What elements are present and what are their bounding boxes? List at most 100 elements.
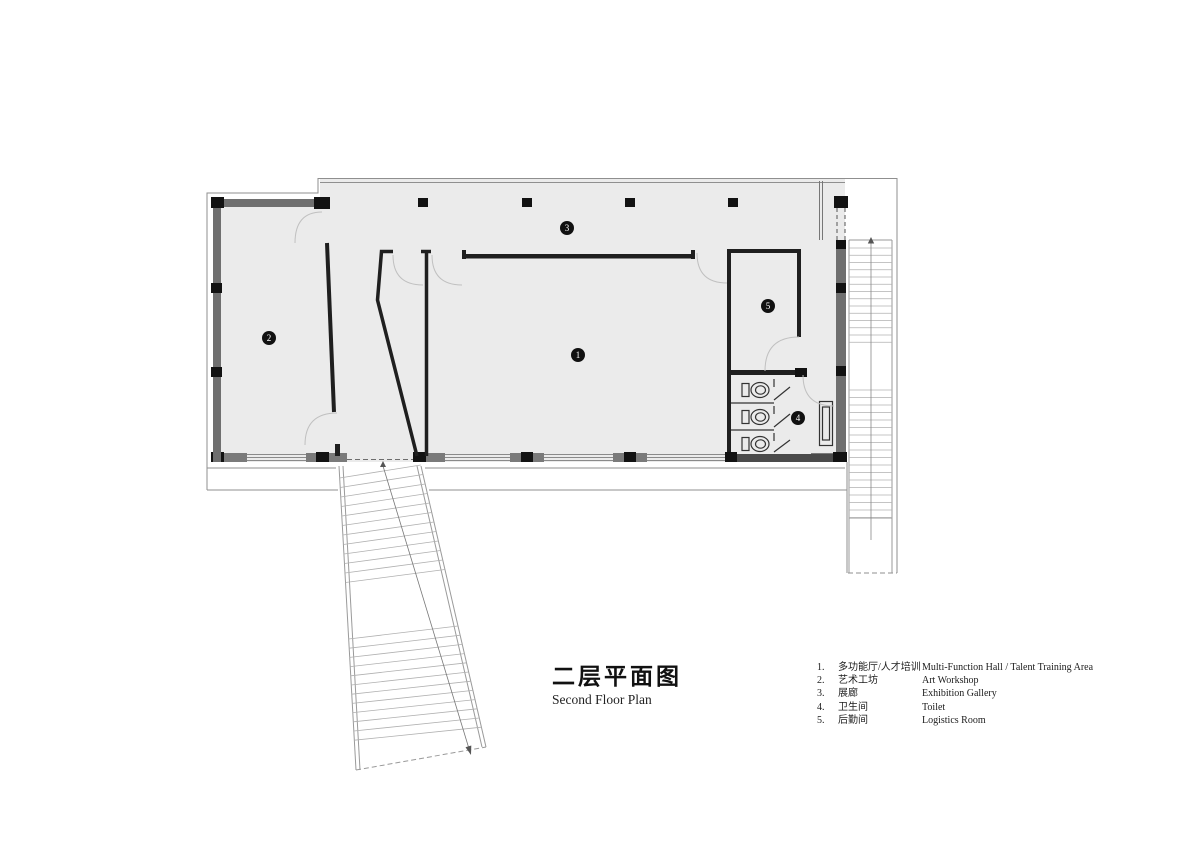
- side-stair-direction-arrow: [867, 237, 875, 540]
- toilet-icon: [741, 435, 770, 453]
- legend-item: 5. 后勤间 Logistics Room: [817, 714, 1093, 727]
- plan-title-cn: 二层平面图: [552, 663, 682, 689]
- east-wall: [819, 181, 848, 453]
- room-markers: 1 2 3 4 5: [262, 221, 805, 425]
- legend-name-en: Logistics Room: [922, 714, 986, 726]
- legend-name-en: Multi-Function Hall / Talent Training Ar…: [922, 662, 1094, 673]
- column: [836, 283, 846, 293]
- exterior-stair-direction-arrow: [380, 461, 472, 755]
- stair-tread: [353, 708, 478, 723]
- side-stair: [848, 237, 893, 573]
- interior-walls: [325, 242, 846, 462]
- column: [413, 452, 426, 462]
- stair-tread: [350, 653, 465, 667]
- stair-tread: [348, 625, 459, 640]
- room-marker-label: 2: [267, 333, 272, 343]
- stair-tread: [351, 680, 471, 695]
- room2-walls: [211, 197, 330, 462]
- legend-name-en: Exhibition Gallery: [922, 688, 997, 700]
- stair-tread: [351, 671, 469, 686]
- building-outline: [206, 178, 898, 574]
- stair-tread: [342, 521, 435, 536]
- door-swing-room5: [764, 336, 800, 372]
- gallery-columns: [418, 198, 738, 207]
- wall-c: [421, 249, 431, 456]
- stair-stringer: [338, 465, 357, 771]
- legend-item: 2. 艺术工坊 Art Workshop: [817, 674, 1093, 687]
- side-stair-treads: [849, 247, 892, 518]
- room-marker-3: 3: [560, 221, 574, 235]
- stair-tread: [340, 483, 426, 498]
- legend-number: 3.: [817, 688, 825, 700]
- room-marker-5: 5: [761, 299, 775, 313]
- stair-tread: [350, 662, 467, 677]
- stair-tread: [349, 634, 461, 649]
- outline-perimeter: [206, 178, 898, 573]
- legend-name-en: Toilet: [922, 701, 946, 713]
- stair-tread: [342, 512, 432, 526]
- legend-item: 4. 卫生间 Toilet: [817, 701, 1093, 714]
- stair-stringer: [342, 465, 361, 771]
- column: [522, 198, 532, 207]
- door-swing-room2-south: [304, 412, 338, 446]
- legend-name-cn: 艺术工坊: [838, 675, 878, 687]
- toilet-icon: [741, 408, 770, 426]
- legend-name-en: Art Workshop: [922, 675, 979, 687]
- legend-number: 1.: [817, 662, 825, 673]
- door-swing-corridor-1: [392, 254, 424, 286]
- stair-tread: [345, 569, 445, 583]
- column: [625, 198, 635, 207]
- door-swing-toilet: [802, 374, 835, 407]
- floor-fill: [213, 178, 845, 462]
- door-stub: [335, 444, 340, 456]
- stair-stringer: [420, 465, 487, 748]
- column: [624, 452, 636, 462]
- column: [211, 283, 222, 293]
- stair-tread: [340, 474, 424, 488]
- stair-tread: [341, 502, 430, 517]
- column: [211, 197, 224, 208]
- wall-b: [375, 249, 419, 457]
- legend-name-cn: 后勤间: [838, 714, 868, 726]
- toilet-icons: [741, 381, 770, 453]
- room-marker-label: 3: [565, 223, 570, 233]
- door-swing-hall-east: [696, 252, 728, 284]
- room-marker-label: 1: [576, 350, 581, 360]
- room5-walls: [727, 249, 801, 373]
- column: [836, 366, 846, 376]
- wall-a: [325, 242, 336, 413]
- stair-tread: [354, 726, 482, 741]
- legend-item: 3. 展廊 Exhibition Gallery: [817, 687, 1093, 700]
- toilet-room: [731, 379, 834, 453]
- toilet-walls: [725, 368, 846, 462]
- stair-tread: [341, 493, 428, 507]
- legend-item: 1. 多功能厅/人才培训 Multi-Function Hall / Talen…: [817, 661, 1093, 674]
- stair-tread: [343, 540, 439, 555]
- stair-tread: [344, 550, 441, 564]
- column: [521, 452, 533, 462]
- toilet-icon: [741, 381, 770, 399]
- legend-name-cn: 卫生间: [838, 701, 868, 713]
- plan-title-en: Second Floor Plan: [552, 692, 652, 708]
- column: [834, 196, 848, 208]
- legend-number: 4.: [817, 701, 825, 713]
- legend-name-cn: 展廊: [838, 688, 858, 700]
- sink-icon: [818, 400, 834, 447]
- room-marker-label: 4: [796, 413, 801, 423]
- column: [728, 198, 738, 207]
- wall-d: [462, 250, 695, 259]
- legend-number: 5.: [817, 714, 825, 726]
- column: [418, 198, 428, 207]
- stall-doors: [773, 379, 791, 453]
- legend-name-cn: 多功能厅/人才培训: [838, 662, 921, 673]
- stair-tread: [343, 531, 437, 545]
- stair-tread: [339, 464, 421, 479]
- stair-bottom-dashed: [355, 746, 487, 771]
- door-swings: [294, 211, 835, 446]
- door-swing-room2-north: [294, 211, 323, 244]
- room-legend: 1. 多功能厅/人才培训 Multi-Function Hall / Talen…: [817, 661, 1093, 727]
- exterior-stair: [338, 461, 487, 771]
- legend-number: 2.: [817, 675, 825, 687]
